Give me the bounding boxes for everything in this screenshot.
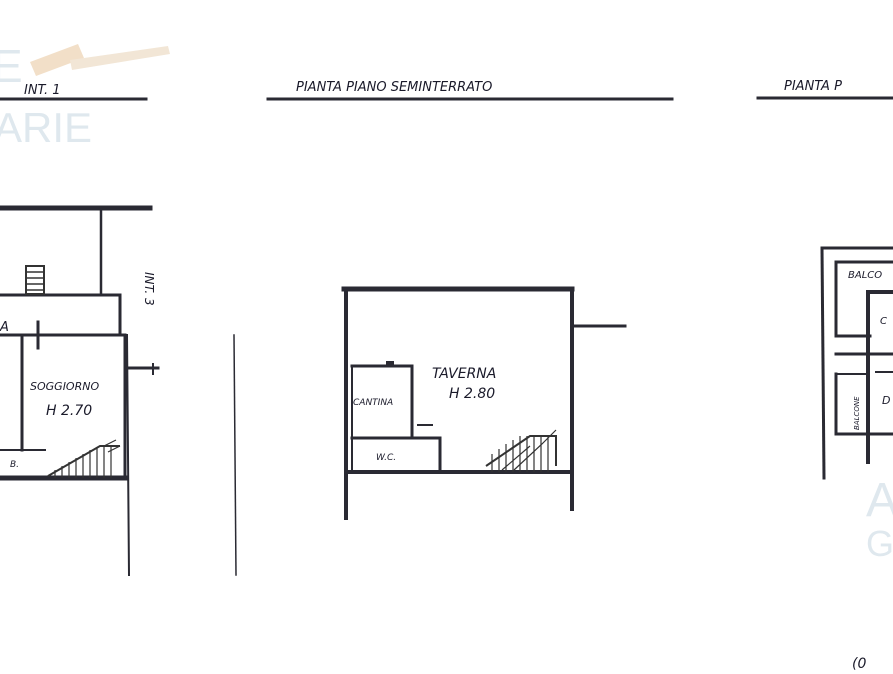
plan-right: PIANTA P BALCO C D BALCONE xyxy=(756,79,893,480)
room-label-d: D xyxy=(882,394,890,407)
wall xyxy=(233,334,237,576)
label-int-3: INT. 3 xyxy=(142,272,156,306)
room-label-bath: B. xyxy=(10,460,19,470)
watermark-right-top: A xyxy=(866,474,893,527)
wall xyxy=(820,246,826,480)
watermark-left-bottom: ARIE xyxy=(0,104,92,151)
stairs-icon xyxy=(25,265,45,295)
plan-left-title: INT. 1 xyxy=(24,83,61,98)
plan-left: INT. 1 INT. 3 SOGGIORNO H 2.70 xyxy=(0,83,237,577)
room-height-label: H 2.80 xyxy=(449,386,495,402)
room-label-balcone: BALCO xyxy=(848,270,882,281)
stairs-icon xyxy=(47,439,121,478)
room-label-side: BALCONE xyxy=(853,396,861,430)
room-label-fragment: A xyxy=(0,320,9,335)
wall-marker xyxy=(386,361,394,367)
corner-note: (0 xyxy=(852,656,866,670)
plan-middle-title: PIANTA PIANO SEMINTERRATO xyxy=(296,80,492,95)
gavel-icon xyxy=(30,44,170,76)
room-label-soggiorno: SOGGIORNO xyxy=(30,380,99,393)
watermark-logo-left: E ARIE xyxy=(0,40,170,151)
room-label-taverna: TAVERNA xyxy=(432,366,496,382)
watermark-left-top: E xyxy=(0,40,23,92)
watermark-logo-right: A G xyxy=(866,474,893,564)
room-height-label: H 2.70 xyxy=(46,403,92,419)
room-label-cantina: CANTINA xyxy=(353,398,393,408)
room-label-wc: W.C. xyxy=(376,453,396,463)
wall xyxy=(125,333,131,577)
stairs-icon xyxy=(485,429,557,472)
watermark-right-bottom: G xyxy=(866,523,893,564)
room-label-c: C xyxy=(880,316,887,327)
plan-middle: PIANTA PIANO SEMINTERRATO TAVERNA H 2.80… xyxy=(266,80,674,520)
plan-right-title: PIANTA P xyxy=(784,79,842,94)
